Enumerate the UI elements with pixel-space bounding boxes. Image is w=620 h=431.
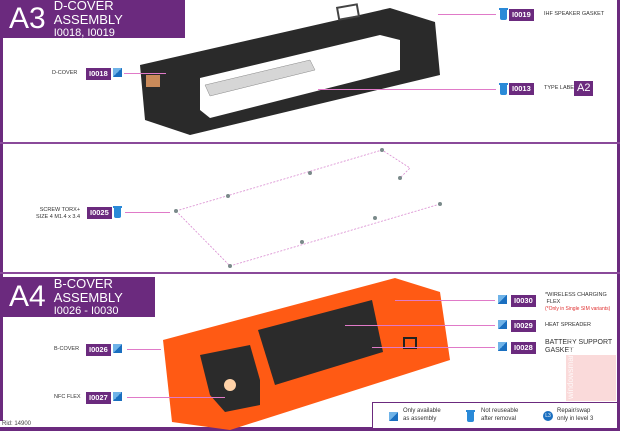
d-cover-label: D-COVER — [52, 70, 78, 76]
b-cover-image — [163, 278, 450, 430]
assembly-icon — [498, 342, 507, 351]
d-cover-image — [140, 8, 440, 135]
wireless-note: (*Only in Single SIM variants) — [545, 306, 611, 312]
legend-line: Only available — [403, 408, 441, 414]
part-id-badge: I0029 — [511, 320, 536, 332]
section-title: D-COVER ASSEMBLY — [53, 0, 123, 27]
leader-line — [372, 347, 495, 348]
part-id-badge: I0019 — [509, 9, 534, 21]
legend-line: Repair/swap — [557, 408, 591, 414]
assembly-icon — [498, 320, 507, 329]
leader-line — [127, 397, 225, 398]
assembly-icon — [498, 295, 507, 304]
rid-label: Rid: 14900 — [0, 421, 34, 427]
assembly-icon — [113, 344, 122, 353]
b-cover-label: B-COVER — [54, 346, 80, 352]
part-id-badge: I0013 — [509, 83, 534, 95]
trash-icon — [113, 206, 122, 218]
section-items: I0018, I0019 — [53, 26, 115, 39]
screws — [174, 148, 442, 268]
section-items: I0026 - I0030 — [53, 304, 119, 317]
type-label-label: TYPE LABEL — [544, 85, 578, 91]
part-id-badge: I0027 — [86, 392, 111, 404]
part-id-badge: I0028 — [511, 342, 536, 354]
part-id-badge: I0026 — [86, 344, 111, 356]
legend-assembly-text: Only available as assembly — [403, 407, 441, 423]
section-title: B-COVER ASSEMBLY — [53, 275, 123, 305]
a3-header: A3 D-COVER ASSEMBLY I0018, I0019 — [3, 0, 185, 39]
part-id-badge: I0030 — [511, 295, 536, 307]
label-line: FLEX — [546, 299, 561, 305]
part-id-badge: I0025 — [87, 207, 112, 219]
nfc-label: NFC FLEX — [54, 394, 81, 400]
leader-line — [124, 73, 166, 74]
legend-trash-text: Not reuseable after removal — [481, 407, 518, 423]
trash-icon — [466, 410, 475, 422]
a4-header: A4 B-COVER ASSEMBLY I0026 - I0030 — [3, 275, 155, 317]
leader-line — [395, 300, 495, 301]
section-code: A3 — [9, 2, 46, 35]
watermark-text: windowsmania.pl — [566, 338, 575, 399]
section-divider — [0, 142, 620, 144]
part-id-badge: I0018 — [86, 68, 111, 80]
heat-spreader-label: HEAT SPREADER — [545, 322, 591, 328]
leader-line — [127, 349, 161, 350]
leader-line — [345, 325, 495, 326]
legend-line: only in level 3 — [557, 416, 594, 422]
section-divider — [0, 272, 620, 274]
label-line: *WIRELESS CHARGING — [545, 292, 607, 298]
assembly-icon — [113, 68, 122, 77]
gasket-label: IHF SPEAKER GASKET — [544, 11, 605, 17]
wireless-label: *WIRELESS CHARGING FLEX(*Only in Single … — [545, 292, 610, 313]
legend-line: Not reuseable — [481, 408, 519, 414]
watermark-logo: windowsmania.pl — [566, 338, 616, 401]
legend: Only available as assembly Not reuseable a… — [372, 402, 617, 428]
gasket-image — [335, 3, 361, 21]
assembly-icon — [389, 412, 398, 421]
legend-l3-text: Repair/swap only in level 3 — [557, 407, 593, 423]
leader-line — [125, 212, 170, 213]
screw-pattern — [175, 149, 441, 267]
assembly-icon — [113, 392, 122, 401]
legend-line: as assembly — [403, 416, 437, 422]
leader-line — [438, 14, 496, 15]
leader-line — [318, 89, 496, 90]
ref-badge: A2 — [574, 81, 594, 96]
trash-icon — [499, 8, 508, 20]
screw-label-line: SIZE 4 M1.4 x 3.4 — [36, 214, 81, 220]
legend-line: after removal — [481, 416, 517, 422]
bottom-border — [0, 427, 620, 431]
level3-icon: L3 — [543, 411, 553, 421]
screw-label-line: SCREW TORX+ — [39, 207, 81, 213]
section-code: A4 — [9, 280, 46, 313]
trash-icon — [499, 83, 508, 95]
screw-label: SCREW TORX+SIZE 4 M1.4 x 3.4 — [36, 207, 80, 221]
battery-gasket-label: BATTERY SUPPORT GASKET — [545, 339, 613, 354]
